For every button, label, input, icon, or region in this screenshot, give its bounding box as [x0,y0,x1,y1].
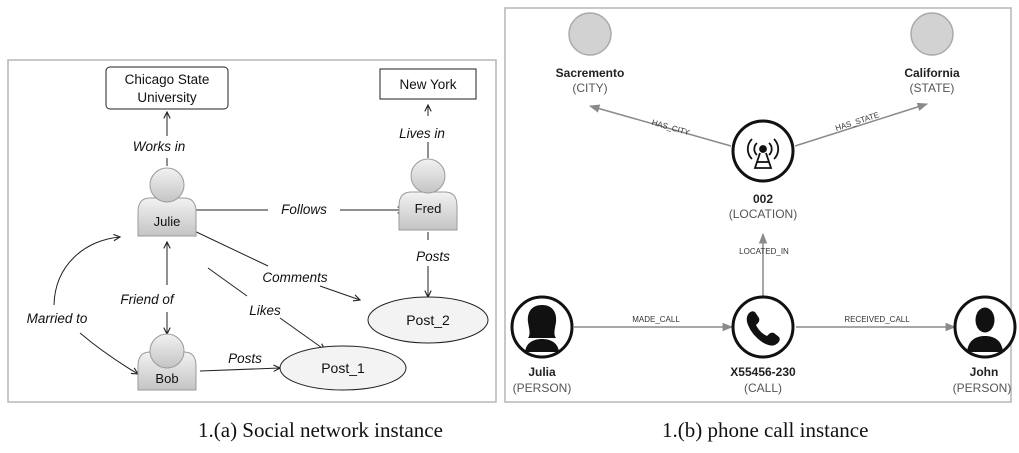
phone-call-panel: HAS_CITY HAS_STATE LOCATED_IN MADE_CALL … [504,7,1017,403]
node-call-name: X55456-230 [730,365,796,379]
node-julia-type: (PERSON) [513,381,572,395]
label-received-call: RECEIVED_CALL [844,315,910,324]
edge-likes [207,267,248,297]
person-head-icon [149,333,185,369]
label-lives-in: Lives in [399,126,445,141]
node-post-1-label: Post_1 [321,360,365,376]
edge-has-city [588,104,732,147]
label-married-to: Married to [27,311,88,326]
node-post-1 [279,345,407,391]
node-julia-name: Julia [528,365,556,379]
node-call [731,295,795,359]
node-john-type: (PERSON) [953,381,1012,395]
label-works-in: Works in [133,139,186,154]
node-julie: Julie [137,167,197,237]
person-icon [398,191,458,231]
panel-a-frame [7,59,497,403]
node-chicago-state-university [105,66,229,110]
label-friend-of: Friend of [120,292,175,307]
caption-panel-a: 1.(a) Social network instance [198,418,443,442]
label-located-in: LOCATED_IN [739,247,789,256]
social-network-panel: Chicago State University New York Julie … [7,59,497,403]
node-location [731,119,795,183]
wifi-tower-icon [746,138,780,169]
node-john-name: John [970,365,999,379]
male-person-icon [967,307,1003,352]
node-call-type: (CALL) [744,381,782,395]
panel-a-edges [53,105,428,374]
node-sacremento [568,12,612,56]
node-julie-label: Julie [154,214,181,229]
node-location-type: (LOCATION) [729,207,797,221]
node-john [953,295,1017,359]
node-post-2 [367,296,489,344]
edge-has-state [794,102,929,147]
label-follows: Follows [281,202,327,217]
edge-married-up [53,237,120,306]
caption-panel-b: 1.(b) phone call instance [662,418,869,442]
label-posts-fred: Posts [416,249,450,264]
node-fred: Fred [398,158,458,231]
label-made-call: MADE_CALL [632,315,680,324]
node-sacremento-type: (CITY) [572,81,607,95]
label-comments: Comments [262,270,328,285]
node-bob: Bob [137,333,197,391]
female-person-icon [525,305,559,352]
person-head-icon [410,158,446,194]
panel-b-edges [574,102,957,332]
node-sacremento-name: Sacremento [556,66,625,80]
edge-comments [187,227,269,267]
person-head-icon [149,167,185,203]
edge-posts-bob [199,368,280,371]
node-julia [510,295,574,359]
edge-comments-arrow [319,285,360,300]
node-fred-label: Fred [415,201,442,216]
node-california-type: (STATE) [910,81,955,95]
person-icon [137,197,197,237]
node-post-2-label: Post_2 [406,312,450,328]
node-new-york [379,68,477,100]
node-chicago-line1: Chicago State [125,72,210,87]
phone-icon [746,311,780,346]
node-chicago-line2: University [137,90,197,105]
label-posts-bob: Posts [228,351,262,366]
node-new-york-label: New York [399,77,456,92]
node-california-name: California [904,66,960,80]
node-location-name: 002 [753,192,773,206]
edge-likes-arrow [279,317,325,350]
node-bob-label: Bob [155,371,178,386]
label-likes: Likes [249,303,281,318]
node-california [910,12,954,56]
edge-married-down [79,332,138,374]
